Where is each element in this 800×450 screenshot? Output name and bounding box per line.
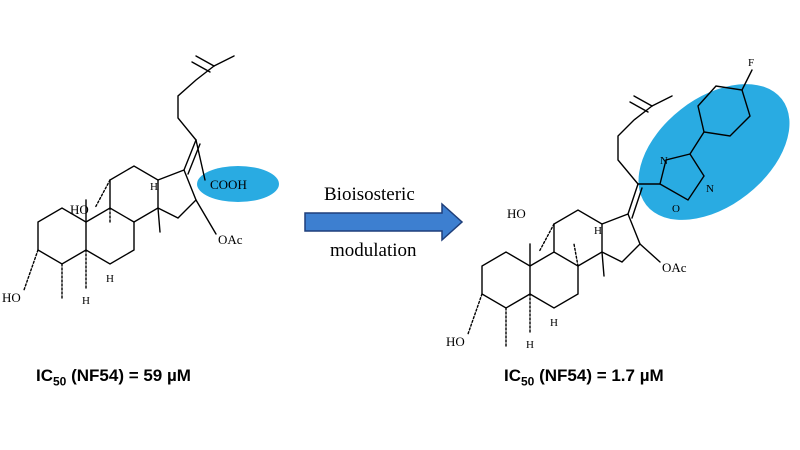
left-oh-top-bond — [94, 179, 111, 209]
left-c20-cooh — [195, 139, 206, 181]
right-h-5: H — [526, 339, 534, 351]
right-aryl-link — [689, 131, 705, 155]
right-ring-d — [601, 213, 641, 263]
right-h-9: H — [594, 225, 602, 237]
arrow-label-line2: modulation — [330, 240, 417, 261]
right-ho-bottom: HO — [446, 334, 465, 349]
right-isopropylidene-b — [651, 95, 673, 107]
right-molecule: HO HO OAc H H H N N O F — [446, 57, 790, 351]
left-side-chain — [177, 65, 215, 141]
right-fluoro-bond — [741, 69, 753, 91]
right-ic50-prefix: IC — [504, 366, 521, 385]
right-fluorine: F — [748, 57, 754, 69]
left-ic50-suffix: (NF54) = 59 µM — [66, 366, 191, 385]
left-h-5: H — [82, 295, 90, 307]
right-ic50-sub: 50 — [521, 374, 535, 389]
right-c17-c20 — [627, 183, 639, 215]
left-ho-top: HO — [70, 202, 89, 217]
right-side-chain — [617, 105, 653, 185]
left-ic50-prefix: IC — [36, 366, 53, 385]
right-c17-c20-double — [631, 187, 643, 219]
left-oh-bottom-bond — [23, 249, 39, 291]
right-ring-o: O — [672, 203, 680, 215]
left-cooh-label: COOH — [210, 177, 247, 192]
left-methyl-14 — [157, 207, 161, 233]
left-isopropylidene-b — [213, 55, 235, 67]
right-ho-top: HO — [507, 206, 526, 221]
right-isopropylidene-double — [629, 101, 649, 113]
left-ic50-label: IC50 (NF54) = 59 µM — [36, 366, 191, 388]
right-ring-a — [481, 251, 531, 309]
left-ic50-sub: 50 — [53, 374, 67, 389]
reaction-arrow: Bioisosteric modulation — [304, 184, 464, 261]
right-oac-bond — [639, 243, 661, 263]
left-molecule: COOH HO HO OAc H H H — [2, 55, 279, 307]
left-ring-c — [109, 165, 159, 223]
left-isopropylidene-double — [191, 61, 211, 73]
left-h-8: H — [106, 273, 114, 285]
right-oxadiazole — [659, 153, 705, 201]
right-ring-b — [529, 251, 579, 309]
right-oh-top-bond — [538, 223, 555, 253]
left-h-9: H — [150, 181, 158, 193]
left-ho-bottom: HO — [2, 290, 21, 305]
left-oac: OAc — [218, 232, 243, 247]
right-h-8: H — [550, 317, 558, 329]
right-oxadiazole-highlight — [638, 84, 790, 220]
right-methyl-8 — [573, 243, 579, 267]
left-c17-c20 — [183, 139, 197, 171]
left-ring-d — [157, 169, 197, 219]
right-oac: OAc — [662, 260, 687, 275]
right-methyl-14 — [601, 251, 605, 277]
right-ic50-label: IC50 (NF54) = 1.7 µM — [504, 366, 664, 388]
right-ring-n2: N — [706, 183, 714, 195]
arrow-shape — [304, 202, 464, 242]
right-isopropylidene-a — [633, 95, 653, 107]
left-oac-bond — [195, 199, 217, 235]
right-ring-n1: N — [660, 155, 668, 167]
right-ic50-suffix: (NF54) = 1.7 µM — [534, 366, 664, 385]
left-isopropylidene-a — [195, 55, 215, 67]
left-ring-b — [85, 207, 135, 265]
right-oh-bottom-bond — [467, 293, 483, 335]
right-ring-c — [553, 209, 603, 267]
left-cooh-highlight — [197, 166, 279, 202]
arrow-label-line1: Bioisosteric — [324, 184, 415, 205]
